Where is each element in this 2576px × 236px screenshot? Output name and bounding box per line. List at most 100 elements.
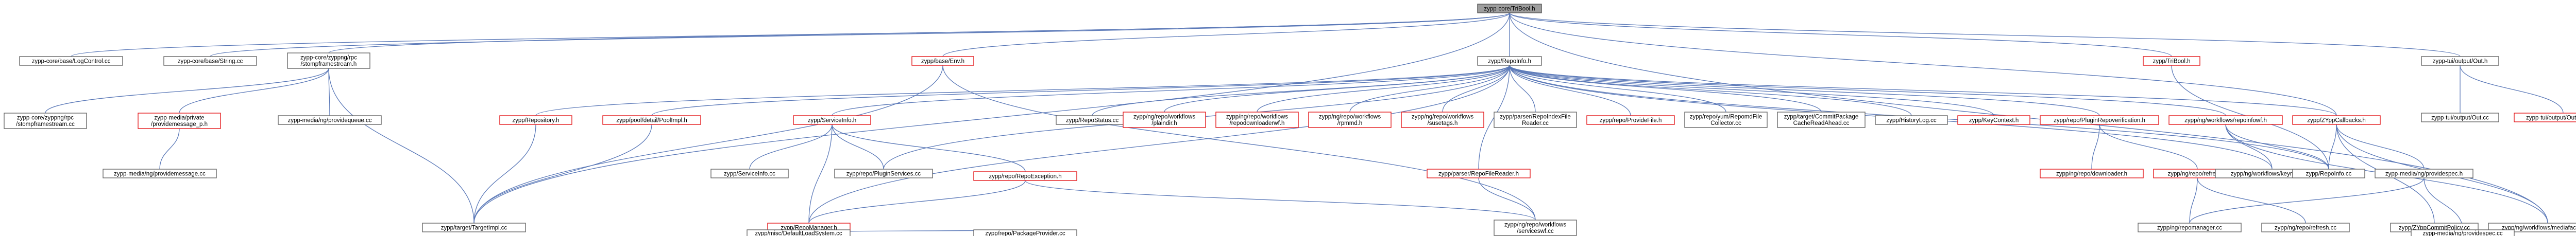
node-logcontrol[interactable]: zypp-core/base/LogControl.cc	[19, 56, 123, 66]
node-repoinfo-cc[interactable]: zypp/RepoInfo.cc	[2292, 169, 2365, 178]
node-provfile-h[interactable]: zypp/repo/ProvideFile.h	[1586, 115, 1675, 125]
dependency-edge	[942, 8, 1512, 57]
node-repoinfowf-h[interactable]: zypp/ng/workflows/repoinfowf.h	[2168, 115, 2283, 125]
edge-root-to-string_cc	[210, 8, 1513, 57]
node-tribool-h[interactable]: zypp/TriBool.h	[2143, 56, 2200, 66]
edge-root-to-env_h	[942, 8, 1512, 57]
dependency-edge	[808, 176, 1028, 224]
node-repostatus-cc[interactable]: zypp/RepoStatus.cc	[1056, 115, 1129, 125]
node-tvm-cc[interactable]: zypp-core/zyppng/rpc/stompframestream.cc	[4, 113, 87, 129]
node-out-cc[interactable]: zypp-tui/output/Out.cc	[2421, 113, 2499, 122]
edge-pool_h-to-target_cc	[473, 120, 654, 224]
node-svcinfo-cc[interactable]: zypp/ServiceInfo.cc	[710, 169, 789, 178]
node-string-cc[interactable]: zypp-core/base/String.cc	[163, 56, 257, 66]
node-label: zypp/repo/PluginRepoverification.h	[2054, 117, 2145, 123]
node-repoexc-h[interactable]: zypp/repo/RepoException.h	[973, 171, 1077, 181]
node-mprov-h[interactable]: zypp-media/ng/providespec.h	[2375, 169, 2473, 178]
node-pool-h[interactable]: zypp/pool/detail/PoolImpl.h	[602, 115, 701, 125]
edge-repoinfowf_h-to-repoinfo_cc	[2223, 120, 2329, 170]
node-pkgprov-cc[interactable]: zypp/repo/PackageProvider.cc	[973, 229, 1077, 236]
edge-repoinfo_h-to-wf_zsync	[1164, 61, 1512, 113]
edge-mprov_h-to-repomgr_cc	[2189, 173, 2427, 224]
node-plugsvc-cc[interactable]: zypp/repo/PluginServices.cc	[834, 169, 933, 178]
edge-repoinfo_h-to-repoinfowf_h	[1507, 61, 2226, 116]
edge-repoinfo_h-to-history_cc	[1507, 61, 1912, 116]
edge-repoinfo_h-to-provfile_h	[1507, 61, 1631, 116]
dependency-edge	[2189, 173, 2200, 224]
dependency-edge	[1507, 61, 1536, 113]
edge-repoinfo_h-to-wf_susetags	[1442, 61, 1512, 113]
edge-repoinfo_h-to-pool_h	[651, 61, 1512, 116]
node-out-h[interactable]: zypp-tui/output/Out.h	[2421, 56, 2499, 66]
node-commit-cc[interactable]: zypp/target/CommitPackageCacheReadAhead.…	[1777, 112, 1866, 128]
node-repository-h[interactable]: zypp/Repository.h	[499, 115, 572, 125]
node-root[interactable]: zypp-core/TriBool.h	[1477, 4, 1542, 13]
node-keyctx-h[interactable]: zypp/KeyContext.h	[1957, 115, 2030, 125]
node-dls-cc[interactable]: zypp/misc/DefaultLoadSystem.cc	[747, 229, 851, 236]
dependency-edge	[1164, 61, 1512, 113]
edge-tvm_h-to-pmsg_h	[179, 64, 331, 114]
edge-repoinfo_h-to-repomgr_h	[808, 61, 1512, 224]
node-target-cc[interactable]: zypp/target/TargetImpl.cc	[422, 223, 526, 232]
node-label: zypp/repo/yum/RepomdFile	[1690, 114, 1762, 120]
node-box	[2261, 223, 2350, 232]
dependency-edge	[179, 64, 331, 114]
node-pluginverif-h[interactable]: zypp/repo/PluginRepoverification.h	[2040, 115, 2159, 125]
dependency-edge	[71, 8, 1513, 57]
node-box	[911, 56, 974, 66]
dependency-edge	[1507, 61, 1726, 113]
node-box	[2514, 113, 2576, 122]
node-pmsg-h[interactable]: zypp-media/private/providemessage_p.h	[138, 113, 221, 129]
dependency-edge	[45, 64, 331, 114]
node-wf-rpm[interactable]: zypp/ng/repo/workflows/rpmmd.h	[1308, 112, 1392, 128]
edge-tvm_h-to-target_cc	[326, 64, 474, 224]
edge-filereader_h-to-svcwf_cc	[1476, 173, 1536, 221]
node-mprov-cc[interactable]: zypp-media/ng/providespec.cc	[2411, 229, 2515, 236]
node-label: zypp/ng/repo/refresh.cc	[2275, 225, 2336, 231]
node-outfmt-h[interactable]: zypp-tui/output/OutNormal.h	[2514, 113, 2576, 122]
dependency-edge	[2189, 173, 2427, 224]
node-label: zypp/ServiceInfo.h	[808, 117, 857, 123]
node-label: /serviceswf.cc	[1517, 228, 1554, 234]
node-wf-dl[interactable]: zypp/ng/repo/workflows/repodownloaderwf.…	[1215, 112, 1299, 128]
node-box	[2143, 56, 2200, 66]
node-env-h[interactable]: zypp/base/Env.h	[911, 56, 974, 66]
node-box	[1123, 112, 1206, 128]
node-label: zypp/RepoStatus.cc	[1066, 117, 1119, 123]
node-wf-zsync[interactable]: zypp/ng/repo/workflows/plaindir.h	[1123, 112, 1206, 128]
node-wf-susetags[interactable]: zypp/ng/repo/workflows/susetags.h	[1401, 112, 1484, 128]
node-zyppcb-h[interactable]: zypp/ZYppCallbacks.h	[2292, 115, 2381, 125]
node-label: zypp/ServiceInfo.cc	[724, 171, 775, 177]
dependency-edge	[1442, 61, 1512, 113]
edge-root-to-target_cc	[473, 8, 1512, 224]
edge-pmsg_h-to-pmsg_cc	[159, 124, 182, 170]
node-svcinfo-h[interactable]: zypp/ServiceInfo.h	[793, 115, 871, 125]
dependency-edge	[2223, 120, 2329, 170]
node-pq-cc[interactable]: zypp-media/ng/providequeue.cc	[278, 115, 382, 125]
node-box	[103, 169, 217, 178]
edge-pluginverif_h-to-downloader_h	[2091, 120, 2102, 170]
node-label: zypp/ng/repomanager.cc	[2157, 225, 2222, 231]
node-label: zypp-core/base/LogControl.cc	[32, 58, 111, 64]
node-svcwf-cc[interactable]: zypp/ng/repo/workflows/serviceswf.cc	[1494, 220, 1577, 236]
node-filereader-h[interactable]: zypp/parser/RepoFileReader.h	[1427, 169, 1531, 178]
node-repomgr-cc[interactable]: zypp/ng/repomanager.cc	[2138, 223, 2242, 232]
dependency-edge	[328, 8, 1513, 53]
node-mfacade-cc[interactable]: zypp/ng/workflows/mediafacade.cc	[2488, 223, 2576, 232]
node-pmsg-cc[interactable]: zypp-media/ng/providemessage.cc	[103, 169, 217, 178]
dependency-edge	[473, 120, 654, 224]
node-tvm-h[interactable]: zypp-core/zyppng/rpc/stompframestream.h	[287, 52, 370, 69]
node-label: zypp/repo/PluginServices.cc	[846, 171, 921, 177]
dependency-edge	[1023, 176, 1536, 221]
edge-mprov_h-to-mprov_cc	[2421, 173, 2463, 230]
node-repoinfo-h[interactable]: zypp/RepoInfo.h	[1477, 56, 1542, 66]
node-label: zypp/parser/RepoIndexFile	[1500, 114, 1570, 120]
node-box	[2138, 223, 2242, 232]
node-history-cc[interactable]: zypp/HistoryLog.cc	[1875, 115, 1948, 125]
node-refresh-cc[interactable]: zypp/ng/repo/refresh.cc	[2261, 223, 2350, 232]
node-label: zypp/ng/repo/workflows	[1133, 114, 1195, 120]
node-downloader-h[interactable]: zypp/ng/repo/downloader.h	[2040, 169, 2144, 178]
